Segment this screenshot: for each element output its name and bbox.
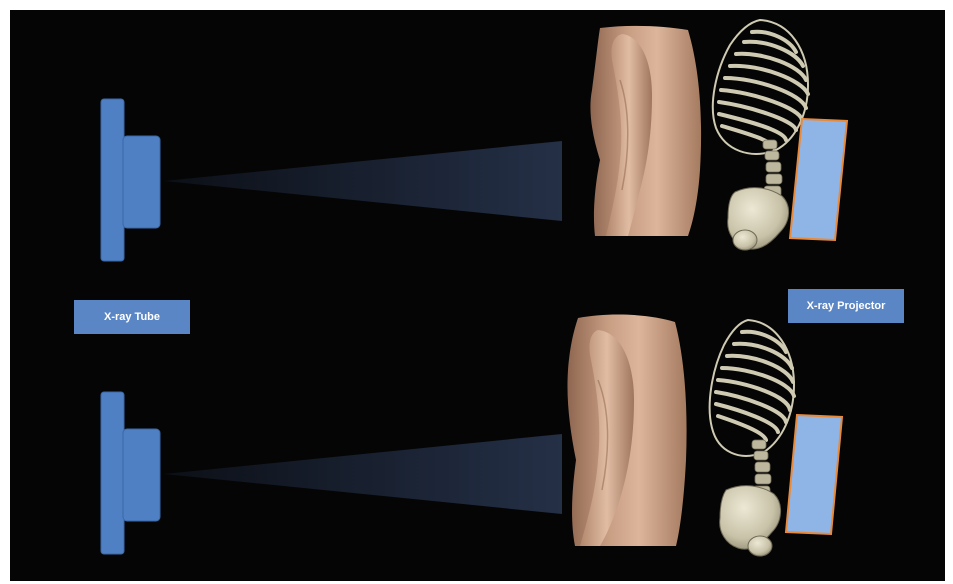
x-ray-tube-top <box>101 99 160 261</box>
tube-head <box>123 429 160 521</box>
x-ray-tube-bottom <box>101 392 160 554</box>
bottom-panel <box>101 315 842 556</box>
tube-head <box>123 136 160 228</box>
tube-backplate <box>101 99 124 261</box>
x-ray-tube-label: X-ray Tube <box>74 300 190 334</box>
skeleton-bottom <box>710 320 794 556</box>
x-ray-projector-label: X-ray Projector <box>788 289 904 323</box>
x-ray-projector-plate-top <box>790 119 847 240</box>
x-ray-projector-plate-bottom <box>786 415 842 534</box>
top-panel <box>101 20 847 261</box>
x-ray-beam-bottom <box>164 434 562 514</box>
torso-bottom <box>567 315 686 546</box>
x-ray-tube-label-text: X-ray Tube <box>104 311 160 323</box>
x-ray-projector-label-text: X-ray Projector <box>807 300 886 312</box>
tube-backplate <box>101 392 124 554</box>
x-ray-beam-top <box>164 141 562 221</box>
torso-top <box>590 26 701 236</box>
